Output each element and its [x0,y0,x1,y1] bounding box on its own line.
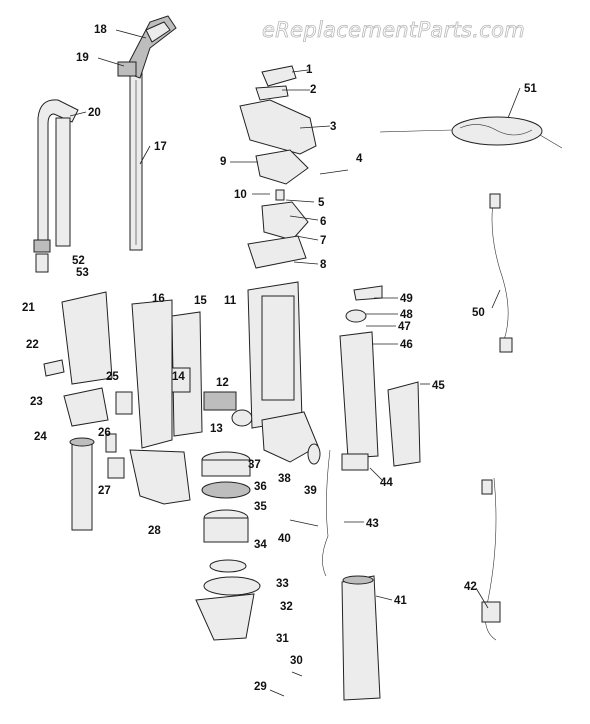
callout-labels: 1 2 3 4 5 6 7 8 9 10 11 12 13 14 15 16 1… [22,24,537,693]
callout-4: 4 [356,153,363,165]
callout-7: 7 [320,235,326,247]
part-switch-cord [481,477,501,641]
callout-53: 53 [76,267,89,279]
callout-18: 18 [94,24,107,36]
callout-51: 51 [524,83,537,95]
part-left-assemblies [43,291,133,531]
callout-6: 6 [320,216,326,228]
callout-16: 16 [152,293,165,305]
part-small-pins [269,671,303,697]
leader-lines [69,29,521,609]
callout-35: 35 [254,501,267,513]
callout-40: 40 [278,533,291,545]
part-motor-stack [201,451,251,543]
callout-1: 1 [306,64,313,76]
part-main-body [247,281,319,463]
part-right-housing [339,285,421,471]
callout-12: 12 [216,377,229,389]
callout-29: 29 [254,681,267,693]
callout-43: 43 [366,518,379,530]
callout-36: 36 [254,481,267,493]
callout-9: 9 [220,156,226,168]
callout-13: 13 [210,423,223,435]
callout-10: 10 [234,189,247,201]
callout-33: 33 [276,578,289,590]
callout-49: 49 [400,293,413,305]
callout-3: 3 [330,121,336,133]
part-power-cord-coil [379,116,563,149]
watermark: eReplacementParts.com [262,18,526,43]
callout-5: 5 [318,197,325,209]
part-handle-tube [117,15,177,251]
callout-46: 46 [400,339,413,351]
part-base-shell [129,449,191,505]
callout-14: 14 [172,371,185,383]
callout-25: 25 [106,371,119,383]
callout-24: 24 [34,431,47,443]
callout-37: 37 [248,459,261,471]
callout-32: 32 [280,601,293,613]
callout-21: 21 [22,302,35,314]
callout-50: 50 [472,307,485,319]
callout-19: 19 [76,52,89,64]
callout-17: 17 [154,141,167,153]
callout-22: 22 [26,339,39,351]
callout-8: 8 [320,259,327,271]
callout-30: 30 [290,655,303,667]
callout-20: 20 [88,107,101,119]
callout-47: 47 [398,321,411,333]
callout-15: 15 [194,295,207,307]
part-panels [131,299,253,449]
part-hose [33,99,79,273]
callout-48: 48 [400,309,413,321]
callout-44: 44 [380,477,393,489]
callout-41: 41 [394,595,407,607]
callout-34: 34 [254,539,267,551]
callout-23: 23 [30,396,43,408]
callout-42: 42 [464,581,477,593]
callout-26: 26 [98,427,111,439]
callout-39: 39 [304,485,317,497]
callout-28: 28 [148,525,161,537]
callout-11: 11 [224,295,237,307]
callout-45: 45 [432,380,445,392]
part-right-small [289,443,331,577]
callout-31: 31 [276,633,289,645]
callout-27: 27 [98,485,111,497]
part-filter-bowl [195,559,261,641]
callout-38: 38 [278,473,291,485]
callout-52: 52 [72,255,85,267]
callout-2: 2 [310,84,316,96]
part-head-group [239,65,349,269]
part-lower-tube [341,575,381,701]
part-cord [489,193,513,353]
